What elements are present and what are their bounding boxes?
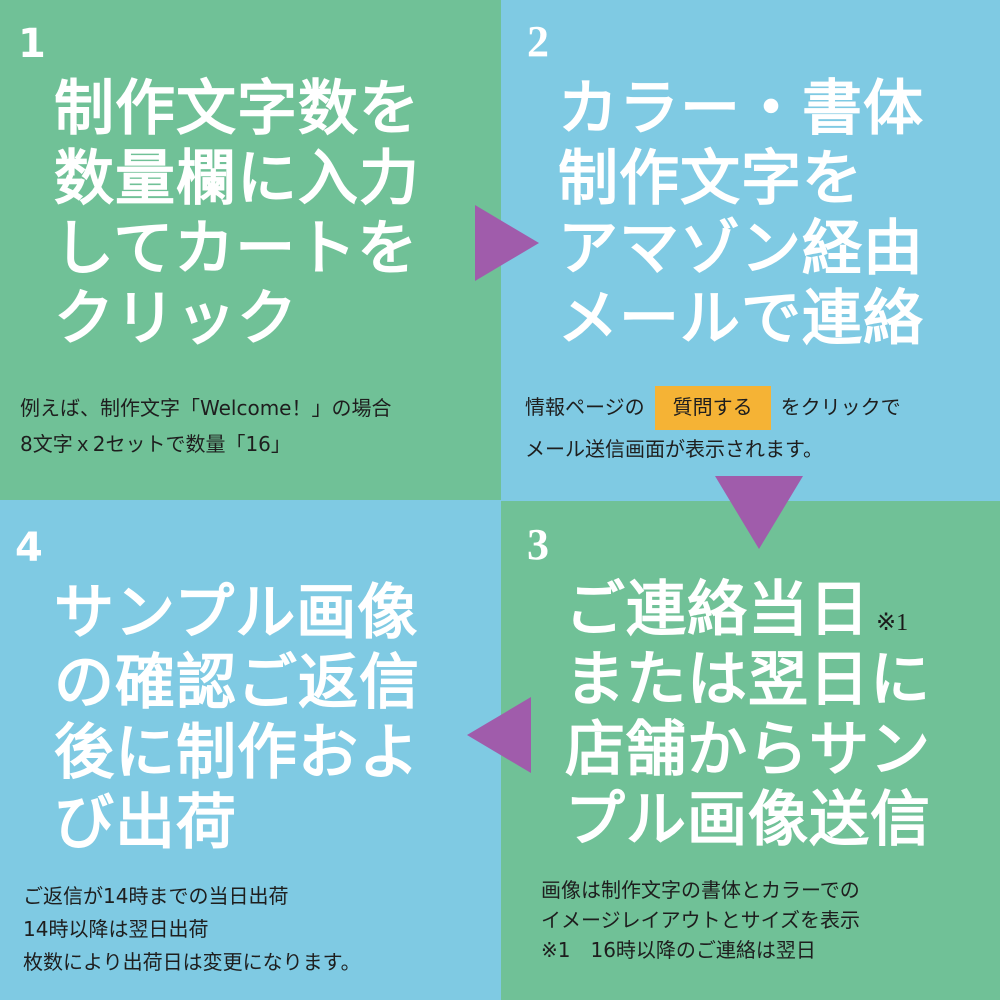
step-1-number: 1 — [18, 21, 46, 67]
ask-question-badge: 質問する — [654, 386, 771, 430]
step-4-note: ご返信が14時までの当日出荷 14時以降は翌日出荷 枚数により出荷日は変更になり… — [23, 880, 361, 979]
arrow-left-icon — [467, 697, 531, 773]
step-2-note-text: をクリックで — [780, 395, 901, 419]
step-1-heading-line: してカートを — [54, 214, 419, 284]
step-3-heading-line: プル画像送信 — [565, 785, 931, 855]
step-2-note: 情報ページの質問するをクリックで メール送信画面が表示されます。 — [525, 386, 901, 468]
step-4-heading-line: び出荷 — [54, 788, 237, 858]
step-2-panel: 2 カラー・書体 制作文字を アマゾン経由 メールで連絡 情報ページの質問するを… — [501, 0, 1000, 501]
step-3-heading-line: または翌日に — [565, 645, 931, 715]
step-4-note-line: ご返信が14時までの当日出荷 — [23, 884, 289, 908]
step-4-heading-line: 後に制作およ — [54, 718, 420, 788]
step-4-note-line: 14時以降は翌日出荷 — [23, 917, 209, 941]
step-4-note-line: 枚数により出荷日は変更になります。 — [23, 950, 361, 974]
step-2-note-line-2: メール送信画面が表示されます。 — [525, 437, 823, 461]
step-1-heading: 制作文字数を 数量欄に入力 してカートを クリック — [54, 74, 420, 354]
step-4-number: 4 — [15, 525, 43, 571]
step-3-heading-line: ご連絡当日※1 — [565, 575, 931, 645]
step-1-note-line: 例えば、制作文字「Welcome！」の場合 — [20, 396, 392, 420]
step-2-heading: カラー・書体 制作文字を アマゾン経由 メールで連絡 — [558, 74, 924, 354]
step-3-note-line: ※1 16時以降のご連絡は翌日 — [541, 938, 816, 962]
step-2-heading-line: アマゾン経由 — [558, 214, 924, 284]
step-4-heading: サンプル画像 の確認ご返信 後に制作およ び出荷 — [54, 578, 420, 858]
step-3-note: 画像は制作文字の書体とカラーでの イメージレイアウトとサイズを表示 ※1 16時… — [541, 875, 860, 965]
arrow-right-icon — [475, 205, 539, 281]
step-1-heading-line: クリック — [54, 284, 298, 354]
step-3-heading-line: 店舗からサン — [565, 715, 931, 785]
step-3-heading: ご連絡当日※1 または翌日に 店舗からサン プル画像送信 — [565, 575, 931, 855]
step-2-note-text: 情報ページの — [525, 395, 645, 419]
step-3-note-line: 画像は制作文字の書体とカラーでの — [541, 878, 860, 902]
step-2-heading-line: メールで連絡 — [558, 284, 924, 354]
step-2-note-line-1: 情報ページの質問するをクリックで — [525, 386, 901, 430]
step-1-note-line: 8文字ｘ2セットで数量「16」 — [20, 432, 291, 456]
step-2-number: 2 — [527, 17, 549, 66]
step-4-heading-line: の確認ご返信 — [54, 648, 420, 718]
footnote-mark: ※1 — [876, 610, 909, 636]
arrow-down-icon — [715, 476, 803, 549]
step-3-panel: 3 ご連絡当日※1 または翌日に 店舗からサン プル画像送信 画像は制作文字の書… — [501, 501, 1000, 1000]
step-1-note: 例えば、制作文字「Welcome！」の場合 8文字ｘ2セットで数量「16」 — [20, 390, 391, 462]
step-1-panel: 1 制作文字数を 数量欄に入力 してカートを クリック 例えば、制作文字「Wel… — [0, 0, 501, 500]
step-4-panel: 4 サンプル画像 の確認ご返信 後に制作およ び出荷 ご返信が14時までの当日出… — [0, 500, 501, 1000]
step-3-number: 3 — [527, 520, 549, 569]
step-3-note-line: イメージレイアウトとサイズを表示 — [541, 908, 860, 932]
step-2-heading-line: カラー・書体 — [558, 74, 924, 144]
step-2-heading-line: 制作文字を — [558, 144, 863, 214]
step-4-heading-line: サンプル画像 — [54, 578, 419, 648]
step-3-heading-text: ご連絡当日 — [565, 575, 870, 645]
step-1-heading-line: 数量欄に入力 — [54, 144, 420, 214]
step-1-heading-line: 制作文字数を — [54, 74, 420, 144]
